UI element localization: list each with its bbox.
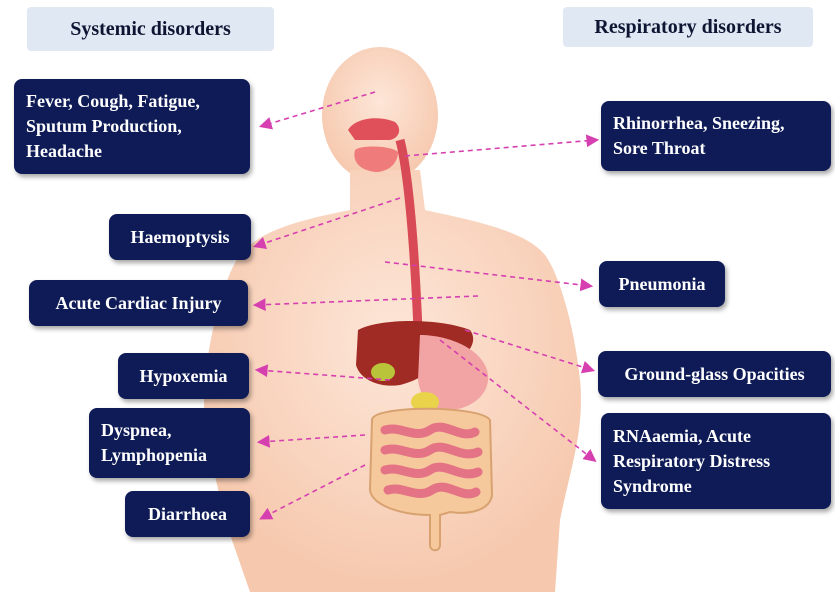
respiratory-ground-glass-label: Ground-glass Opacities (624, 362, 804, 387)
systemic-cardiac-box: Acute Cardiac Injury (29, 280, 248, 326)
systemic-haemoptysis-box: Haemoptysis (109, 214, 251, 260)
respiratory-ground-glass-box: Ground-glass Opacities (598, 351, 831, 397)
systemic-cardiac-label: Acute Cardiac Injury (56, 291, 222, 316)
systemic-dyspnea-label: Dyspnea, Lymphopenia (101, 418, 207, 468)
respiratory-rnaaemia-box: RNAaemia, Acute Respiratory Distress Syn… (601, 413, 831, 509)
respiratory-rhinorrhea-box: Rhinorrhea, Sneezing, Sore Throat (601, 101, 831, 171)
respiratory-rnaaemia-label: RNAaemia, Acute Respiratory Distress Syn… (613, 424, 770, 499)
systemic-diarrhoea-box: Diarrhoea (125, 491, 250, 537)
respiratory-pneumonia-box: Pneumonia (599, 261, 725, 307)
systemic-haemoptysis-label: Haemoptysis (131, 225, 230, 250)
systemic-diarrhoea-label: Diarrhoea (148, 502, 227, 527)
systemic-fever-box: Fever, Cough, Fatigue, Sputum Production… (14, 79, 250, 174)
header-systemic-disorders: Systemic disorders (27, 7, 274, 51)
header-respiratory-disorders: Respiratory disorders (563, 7, 813, 47)
systemic-hypoxemia-box: Hypoxemia (118, 353, 249, 399)
respiratory-pneumonia-label: Pneumonia (618, 272, 705, 297)
arrow-rhinorrhea (405, 140, 596, 156)
respiratory-rhinorrhea-label: Rhinorrhea, Sneezing, Sore Throat (613, 111, 785, 161)
gallbladder (371, 363, 395, 381)
systemic-fever-label: Fever, Cough, Fatigue, Sputum Production… (26, 89, 200, 164)
systemic-hypoxemia-label: Hypoxemia (140, 364, 228, 389)
systemic-dyspnea-box: Dyspnea, Lymphopenia (89, 408, 250, 478)
